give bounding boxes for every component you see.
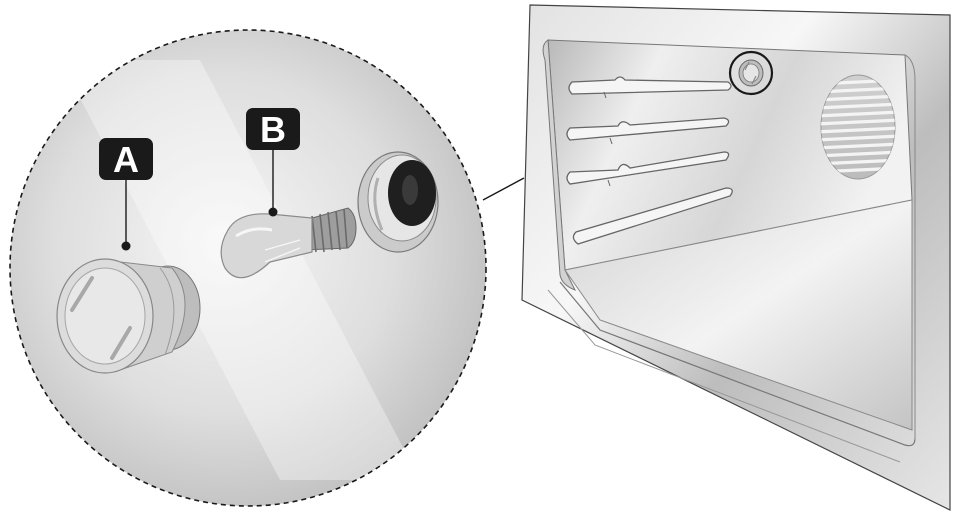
shelf-runner-2 bbox=[566, 117, 730, 141]
oven-left-wall bbox=[542, 39, 577, 291]
oven-floor bbox=[564, 199, 913, 431]
shelf-runner-1 bbox=[568, 76, 732, 95]
callout-a-letter: A bbox=[113, 139, 139, 180]
callout-b-badge bbox=[246, 108, 300, 150]
lamp-socket bbox=[357, 151, 439, 253]
shelf-runners bbox=[566, 76, 733, 245]
callout-a-badge bbox=[99, 138, 153, 180]
oven-bottom-edge bbox=[559, 281, 916, 447]
connector-line bbox=[482, 177, 525, 201]
callout-a: A bbox=[99, 138, 153, 251]
lamp-location-marker bbox=[728, 50, 774, 96]
glass-cover bbox=[56, 258, 201, 374]
shelf-runner-4 bbox=[572, 187, 733, 245]
callout-b: B bbox=[246, 108, 300, 217]
oven-bulb bbox=[220, 207, 357, 279]
oven-cavity bbox=[521, 4, 951, 511]
callout-b-letter: B bbox=[260, 109, 286, 150]
shelf-runner-3 bbox=[566, 151, 730, 185]
